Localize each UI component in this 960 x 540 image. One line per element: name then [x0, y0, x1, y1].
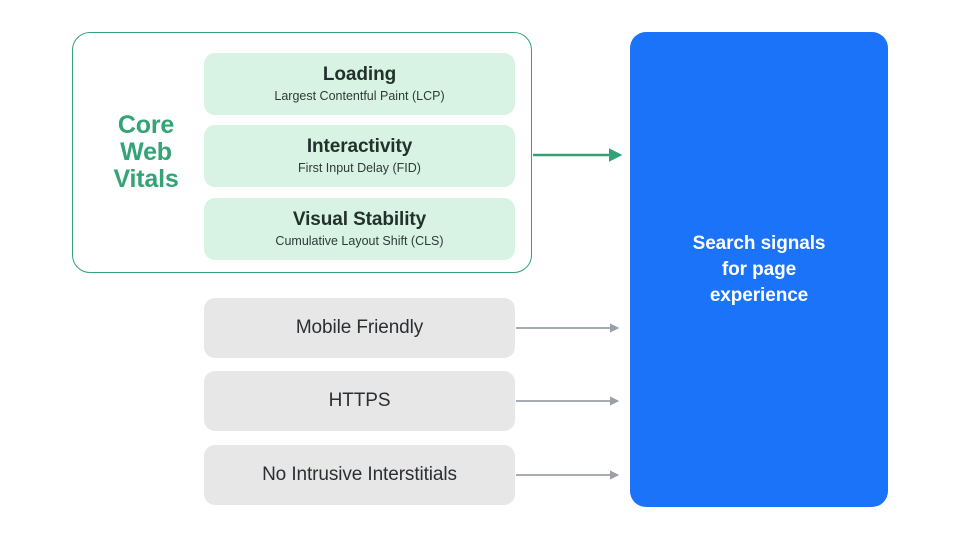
metric-card-visual-stability[interactable]: Visual Stability Cumulative Layout Shift… [204, 198, 515, 260]
metric-card-loading[interactable]: Loading Largest Contentful Paint (LCP) [204, 53, 515, 115]
signal-card-https[interactable]: HTTPS [204, 371, 515, 431]
metric-subtitle: First Input Delay (FID) [298, 161, 421, 175]
metric-card-interactivity[interactable]: Interactivity First Input Delay (FID) [204, 125, 515, 187]
metric-title: Loading [322, 64, 397, 85]
search-signals-panel[interactable]: Search signals for page experience [630, 32, 888, 507]
signal-card-no-intrusive-interstitials[interactable]: No Intrusive Interstitials [204, 445, 515, 505]
signal-label: HTTPS [328, 390, 391, 411]
core-web-vitals-label-line-1: Core [117, 111, 175, 139]
metric-title: Visual Stability [292, 209, 427, 230]
signal-label: No Intrusive Interstitials [262, 464, 457, 485]
signal-label: Mobile Friendly [295, 317, 424, 338]
search-signals-panel-label: Search signals for page experience [692, 232, 826, 306]
metric-subtitle: Cumulative Layout Shift (CLS) [275, 234, 444, 248]
core-web-vitals-label-line-2: Web [120, 138, 172, 166]
metric-subtitle: Largest Contentful Paint (LCP) [274, 89, 445, 103]
core-web-vitals-label-line-3: Vitals [113, 165, 179, 193]
core-web-vitals-label: Core Web Vitals [100, 112, 192, 193]
core-web-vitals-group [72, 32, 532, 273]
metric-title: Interactivity [306, 136, 413, 157]
signal-card-mobile-friendly[interactable]: Mobile Friendly [204, 298, 515, 358]
